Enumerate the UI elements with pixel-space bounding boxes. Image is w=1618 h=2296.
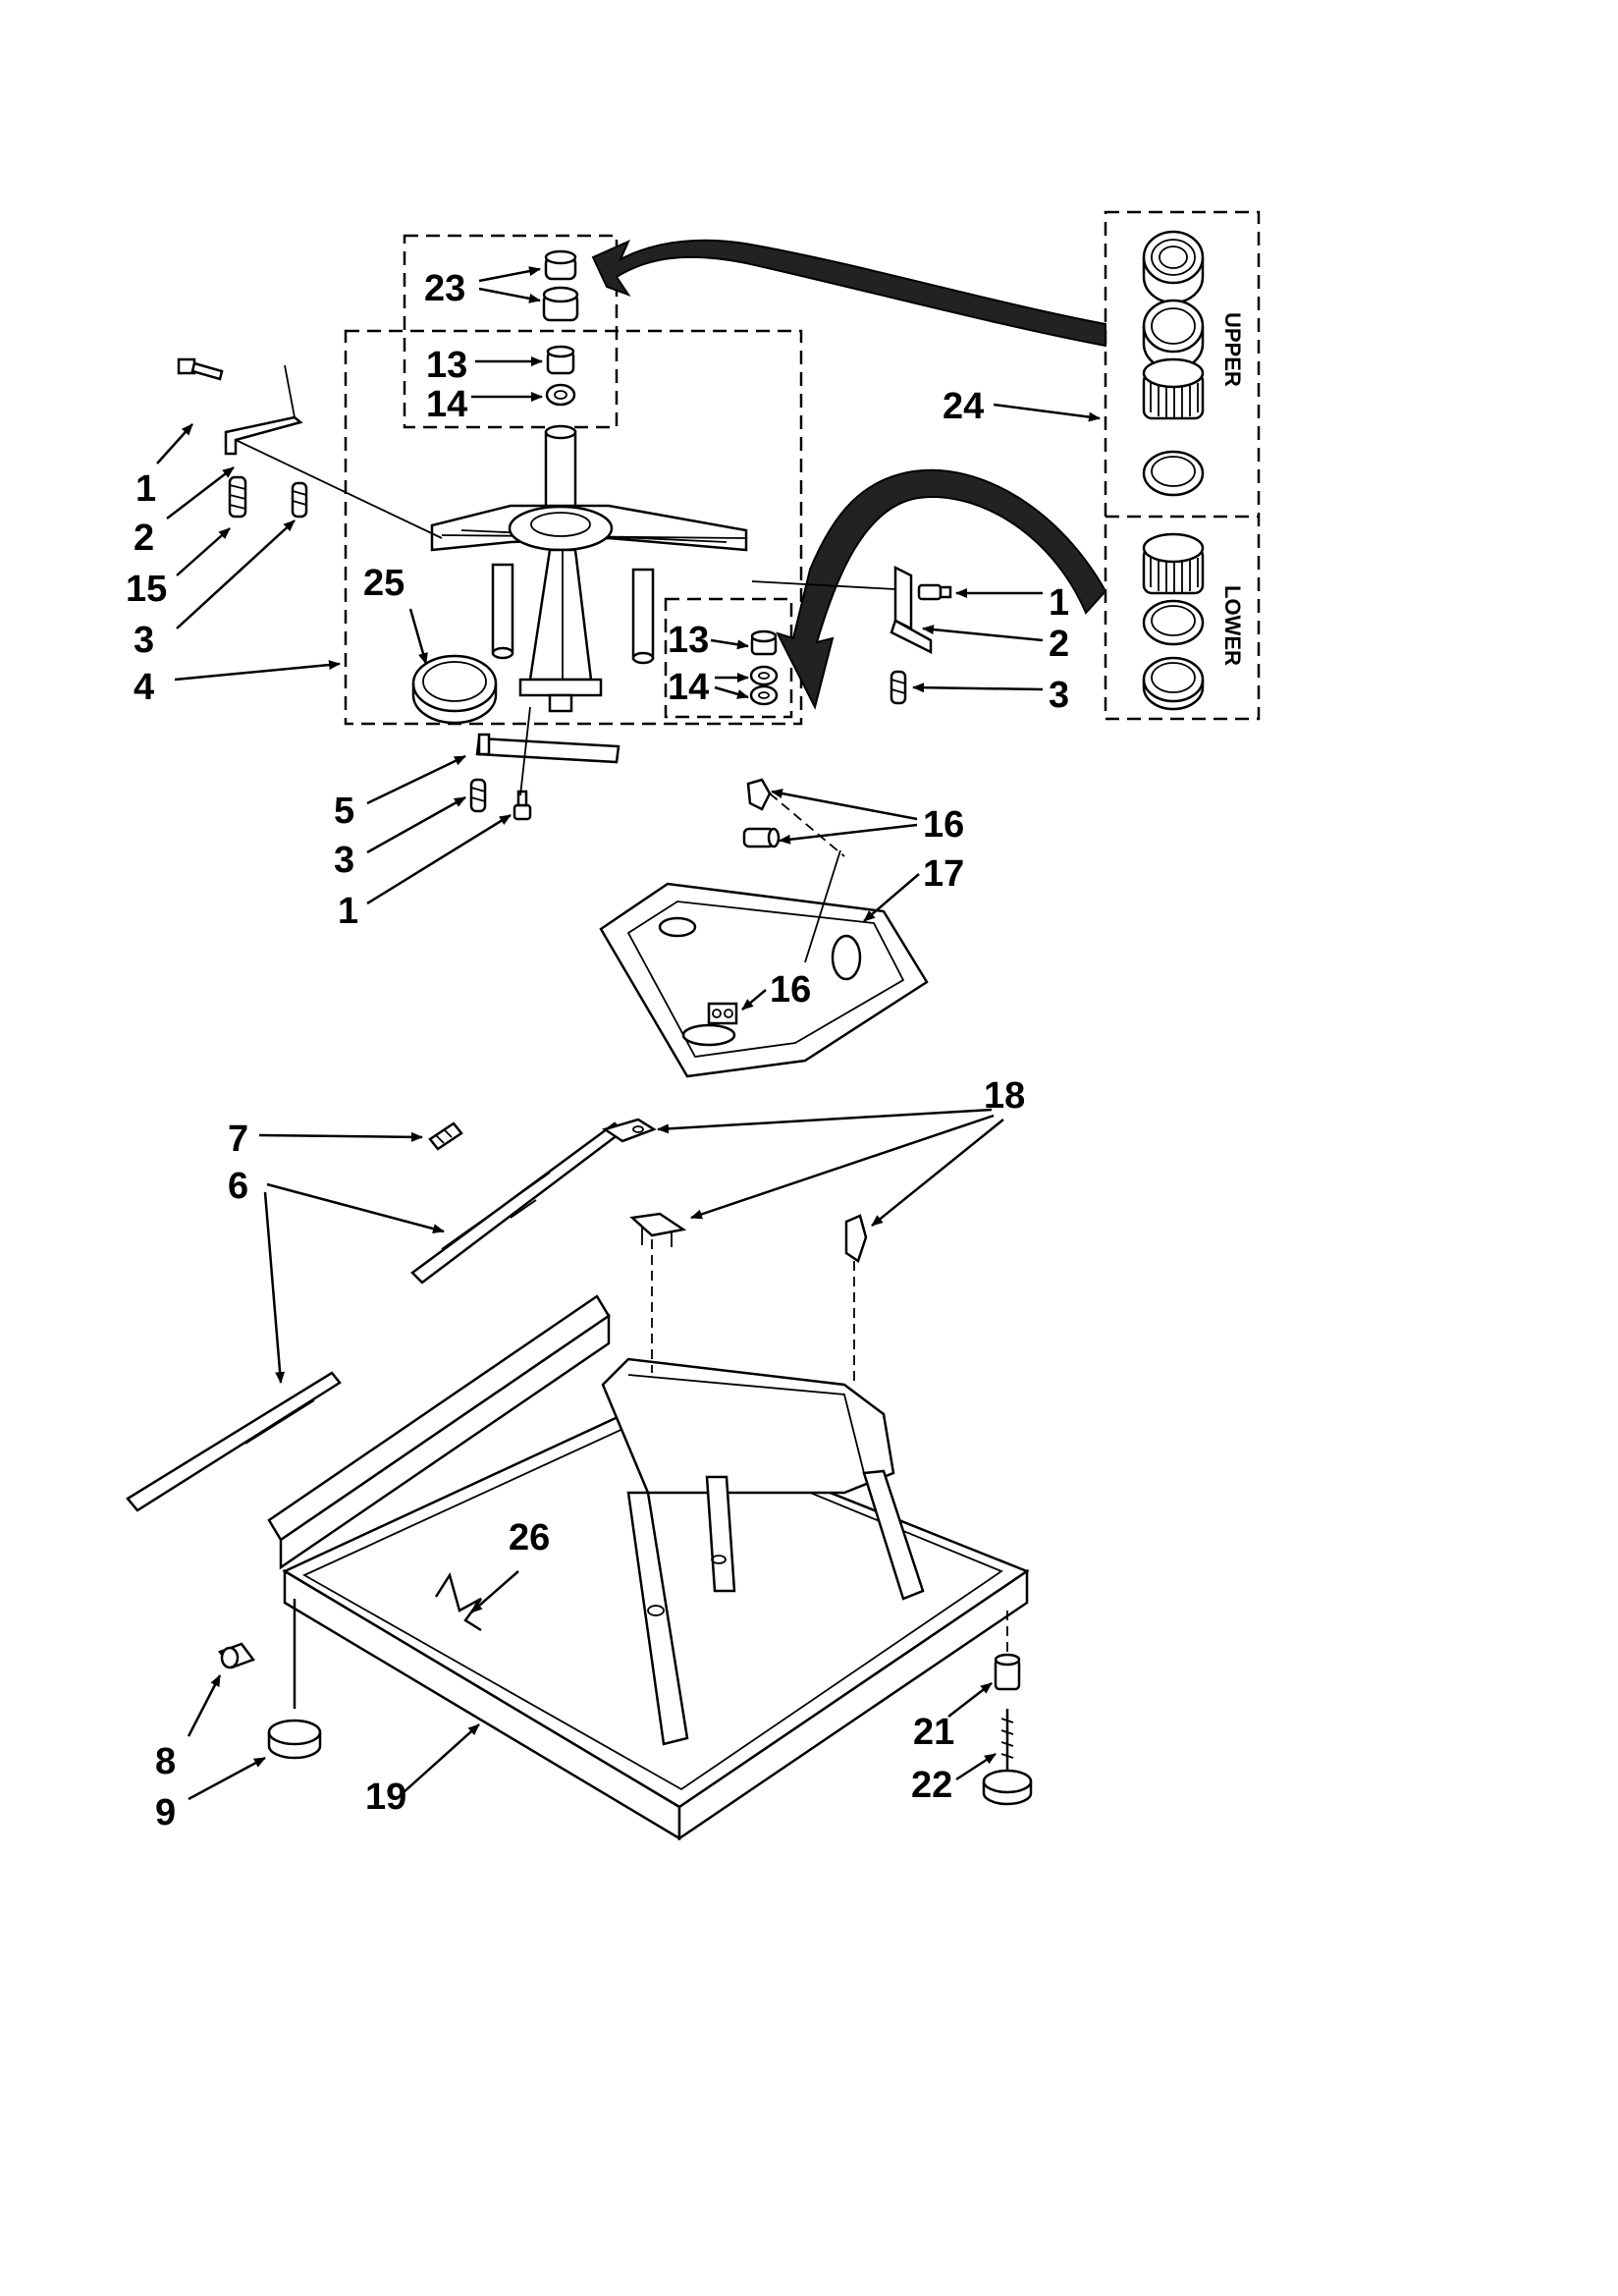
callout-21: 21 <box>913 1712 954 1753</box>
clip-guide-1 <box>769 793 845 857</box>
lower-ring-2-icon <box>1142 656 1205 711</box>
callout-15: 15 <box>126 569 167 610</box>
rail-6-upper-icon <box>410 1121 624 1285</box>
callout-6: 6 <box>228 1166 248 1207</box>
clip-16-mid-icon <box>742 827 781 848</box>
callout-14-lower: 14 <box>668 667 709 708</box>
callout-8: 8 <box>155 1741 176 1782</box>
callout-14-top: 14 <box>426 384 467 425</box>
callout-25: 25 <box>363 563 404 604</box>
lower-kit-arrow <box>776 468 1107 710</box>
foot-sleeve-icon <box>994 1653 1021 1691</box>
upper-gear-bearing-icon <box>1142 357 1205 420</box>
upper-kit-arrow <box>591 239 1106 348</box>
callout-1-lower: 1 <box>338 891 358 932</box>
clip-guide-2 <box>804 849 841 963</box>
callout-9: 9 <box>155 1792 176 1833</box>
callout-1-left: 1 <box>135 468 156 510</box>
bracket-18-c-icon <box>844 1214 868 1263</box>
lower-ring-1-icon <box>1142 599 1205 646</box>
callout-19: 19 <box>365 1777 406 1818</box>
callout-4: 4 <box>134 667 154 708</box>
callout-22: 22 <box>911 1765 952 1806</box>
left-spring-15-icon <box>228 475 247 519</box>
right-bracket-icon <box>890 565 933 655</box>
callout-24: 24 <box>943 386 984 427</box>
callout-pointers <box>156 266 1101 1801</box>
lower-strap-icon <box>475 733 620 764</box>
callout-17: 17 <box>923 853 964 895</box>
bracket-18-a-icon <box>602 1118 657 1143</box>
lower-assembly-guide <box>519 706 531 796</box>
hub-spider-assembly <box>430 424 748 713</box>
upper-seal-2-icon <box>1142 299 1205 371</box>
callout-13-top: 13 <box>426 345 467 386</box>
left-spring-3-icon <box>291 481 308 519</box>
wire-clip-icon <box>434 1571 483 1632</box>
lower-gear-bearing-icon <box>1142 532 1205 595</box>
bearing-cap-lower-icon <box>542 286 579 322</box>
callout-26: 26 <box>509 1517 550 1558</box>
callout-3-left: 3 <box>134 620 154 661</box>
right-spring-icon <box>890 670 907 705</box>
washer-icon <box>545 383 576 407</box>
lower-kit-label: LOWER <box>1220 585 1245 666</box>
left-bolt-icon <box>177 357 224 381</box>
bushing-icon <box>546 345 575 375</box>
callout-23: 23 <box>424 268 465 309</box>
callout-3-lower: 3 <box>334 840 354 881</box>
lower-washer-1-icon <box>749 665 779 686</box>
right-assembly-guide <box>751 580 896 590</box>
lower-bushing-icon <box>750 629 778 656</box>
lower-washer-2-icon <box>749 684 779 706</box>
left-assembly-guide <box>235 439 443 539</box>
callout-16-low: 16 <box>770 969 811 1011</box>
callout-18: 18 <box>984 1075 1025 1117</box>
lower-bolt-icon <box>512 790 532 821</box>
upper-kit-label: UPPER <box>1220 312 1245 387</box>
callout-16-top: 16 <box>923 804 964 846</box>
callout-13-lower: 13 <box>668 620 709 661</box>
base-frame-icon <box>267 1294 1030 1841</box>
clip-16-top-icon <box>746 778 772 811</box>
top-frame-icon <box>599 882 929 1078</box>
bracket-18-b-icon <box>629 1212 687 1247</box>
leveling-foot-right-icon <box>982 1709 1033 1806</box>
callout-3-right: 3 <box>1049 675 1069 716</box>
right-bolt-icon <box>917 583 952 601</box>
callout-2-left: 2 <box>134 518 154 559</box>
bearing-kit-box <box>1104 210 1261 721</box>
spring-7-icon <box>428 1121 463 1151</box>
callout-1-right: 1 <box>1049 582 1069 624</box>
callout-2-right: 2 <box>1049 624 1069 665</box>
clip-16-low-icon <box>707 1002 738 1025</box>
callout-7: 7 <box>228 1119 248 1160</box>
foot-bushing-icon <box>217 1642 256 1669</box>
base-assembly-box <box>344 329 803 726</box>
callout-5: 5 <box>334 791 354 832</box>
bearing-cap-upper-icon <box>544 249 577 281</box>
rail-6-lower-icon <box>126 1371 342 1512</box>
upper-ring-icon <box>1142 450 1205 497</box>
upper-seal-1-icon <box>1142 230 1205 304</box>
lower-spring-icon <box>469 778 487 813</box>
seal-ring-icon <box>411 654 498 725</box>
leveling-foot-left-icon <box>267 1599 322 1760</box>
